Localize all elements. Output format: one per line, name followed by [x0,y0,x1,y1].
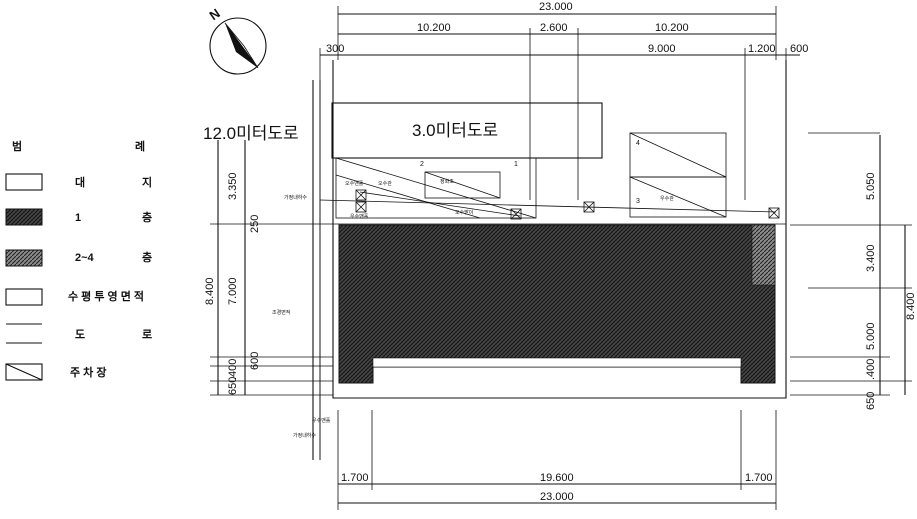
right-dimensions: 5.050 3.400 5.000 8.400 .400 650 [790,132,917,410]
left-dimensions: 3.350 250 7.000 8.400 .400 600 650 [204,140,333,396]
dim-top-mid: 2.600 [540,22,568,34]
building [338,224,776,384]
dim-right-a: 5.050 [865,172,877,200]
legend-suffix-floor1: 층 [142,210,152,224]
label-b: 우수맨홀 [350,213,369,220]
utilities: 가정내하수 오수맨홀 오수관 우수맨홀 오수받이 우수관 조경면적 우수맨홀 가… [272,180,780,439]
dim-right-d: .400 [865,359,877,380]
dim-left-b: 250 [249,215,261,233]
label-c: 오수받이 [455,209,473,216]
dim-bottom-left: 1.700 [341,472,369,484]
legend-label-floor2-4: 2~4 [75,252,95,264]
septic-tank [424,171,501,199]
side-road-label: 3.0미터도로 [412,121,498,140]
dim-top-total: 23.000 [539,1,573,13]
dim-left-c: 7.000 [227,277,239,305]
north-label: N [206,6,222,24]
dim-right-c: 5.000 [865,322,877,350]
site-boundary [332,60,787,399]
parking-mid-right [629,176,727,218]
dim-left-a: 3.350 [227,172,239,200]
building-floor2-4 [751,224,776,286]
legend-suffix-road: 로 [142,328,152,341]
dim-right-e: 650 [865,392,877,410]
dim-left-f: 650 [227,377,239,395]
parking-areas: 2 1 정화조 4 3 [335,132,727,219]
manhole-1 [355,189,367,201]
legend-label-parking: 주 차 장 [70,365,106,379]
dim-second-right2: 600 [790,43,808,55]
legend-swatch-site [5,173,43,191]
parking-number-1: 1 [514,161,518,168]
main-road-label: 12.0미터도로 [203,124,299,143]
septic-tank-label: 정화조 [440,178,454,185]
parking-left [335,157,537,219]
dim-top-right: 10.200 [655,22,689,34]
dim-right-total: 8.400 [905,292,917,320]
legend-label-site: 대 [75,175,85,189]
legend-title-left: 범 [12,139,22,153]
north-arrow: N [206,6,267,75]
legend-label-floor1: 1 [75,212,81,224]
manhole-2 [355,201,367,213]
legend-suffix-floor2-4: 층 [142,250,152,264]
dim-second-mid: 9.000 [648,43,676,55]
label-e: 오수관 [378,180,392,187]
label-bottom-b: 가정내하수 [293,432,316,439]
label-a: 오수맨홀 [345,180,364,187]
manhole-3 [510,208,522,220]
dim-bottom-mid: 19.600 [540,472,574,484]
parking-number-2: 2 [420,161,424,168]
dim-right-b: 3.400 [865,244,877,272]
legend: 범 례 대 지 1 층 2~4 층 수 평 투 영 면 적 도 로 주 차 장 [5,139,152,381]
dim-left-e: 600 [249,352,261,370]
legend-title-right: 례 [135,139,145,153]
label-bottom-a: 우수맨홀 [312,417,331,424]
legend-swatch-parking [5,363,43,381]
top-dimensions: 23.000 10.200 2.600 10.200 300 9.000 1.2… [319,1,808,460]
dim-bottom-total: 23.000 [540,491,574,503]
parking-number-4: 4 [636,140,640,147]
manhole-5 [768,207,780,219]
north-arrow-circle [209,17,267,75]
dim-left-d: .400 [227,359,239,380]
legend-swatch-floor2-4 [5,249,43,267]
dim-top-left: 10.200 [417,22,451,34]
legend-suffix-site: 지 [142,175,152,189]
legend-swatch-projection [5,288,43,306]
label-f: 우수관 [660,195,674,202]
legend-label-projection: 수 평 투 영 면 적 [68,289,144,303]
dim-left-total: 8.400 [204,277,216,305]
dim-second-right1: 1.200 [748,43,776,55]
label-left-sewer: 가정내하수 [284,194,307,201]
dim-second-left: 300 [326,43,344,55]
dim-bottom-right: 1.700 [745,472,773,484]
manhole-4 [583,201,595,213]
legend-label-road: 도 [75,328,85,341]
label-side-note: 조경면적 [272,309,290,316]
legend-swatch-floor1 [5,208,43,226]
bottom-dimensions: 1.700 19.600 1.700 23.000 [337,410,777,510]
parking-number-3: 3 [636,198,640,205]
